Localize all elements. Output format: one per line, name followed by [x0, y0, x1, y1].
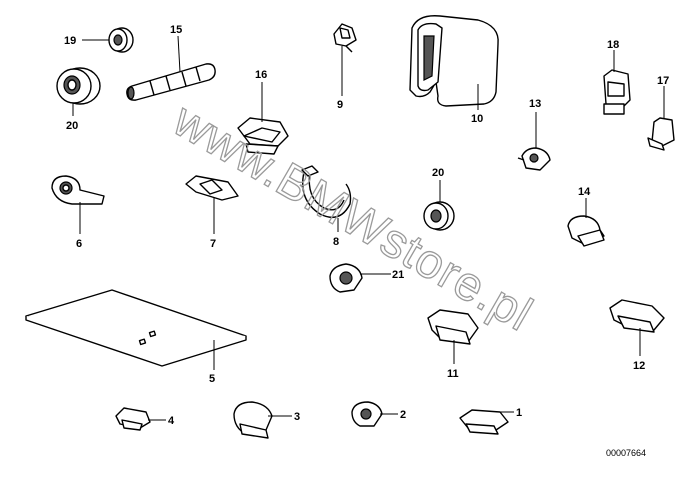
part-7-clip — [185, 175, 239, 234]
part-3-clip — [233, 401, 292, 439]
callout-19: 19 — [64, 35, 76, 47]
part-20-grommet-left — [56, 67, 101, 116]
callout-11: 11 — [447, 368, 459, 380]
callout-8: 8 — [333, 236, 339, 248]
part-14-clip — [567, 198, 605, 247]
part-5-sheet — [25, 289, 247, 370]
callout-16: 16 — [255, 69, 267, 81]
callout-1: 1 — [516, 407, 522, 419]
part-11-clip — [427, 309, 479, 364]
callout-15: 15 — [170, 24, 182, 36]
diagram-code: 00007664 — [606, 448, 646, 458]
part-1-clip — [459, 409, 514, 435]
part-2-clip — [351, 401, 398, 427]
callout-18: 18 — [607, 39, 619, 51]
callout-10: 10 — [471, 113, 483, 125]
part-6-clamp — [51, 175, 105, 234]
callout-20-middle: 20 — [432, 167, 444, 179]
part-17-clip — [647, 86, 675, 151]
watermark: www.BMWstore.pl — [164, 93, 542, 342]
part-21-clip — [329, 263, 391, 293]
callout-12: 12 — [633, 360, 645, 372]
callout-13: 13 — [529, 98, 541, 110]
callout-9: 9 — [337, 99, 343, 111]
callout-21: 21 — [392, 269, 404, 281]
part-16-clip — [237, 82, 289, 155]
callout-2: 2 — [400, 409, 406, 421]
callout-20-left: 20 — [66, 120, 78, 132]
part-19-small-grommet — [82, 27, 134, 53]
callout-4: 4 — [168, 415, 175, 427]
part-8-strap — [301, 165, 352, 232]
part-10-cover — [409, 15, 499, 110]
callout-6: 6 — [76, 238, 82, 250]
callout-3: 3 — [294, 411, 300, 423]
callout-14: 14 — [578, 186, 591, 198]
callout-7: 7 — [210, 238, 216, 250]
part-20-grommet-middle — [423, 180, 455, 231]
part-15-tube — [126, 35, 216, 101]
part-9-clip — [333, 23, 357, 96]
part-4-clip — [115, 407, 166, 431]
part-18-clip — [603, 50, 631, 115]
part-12-clip — [609, 299, 665, 356]
callout-17: 17 — [657, 75, 669, 87]
part-13-clip — [517, 112, 551, 171]
callout-5: 5 — [209, 373, 215, 385]
